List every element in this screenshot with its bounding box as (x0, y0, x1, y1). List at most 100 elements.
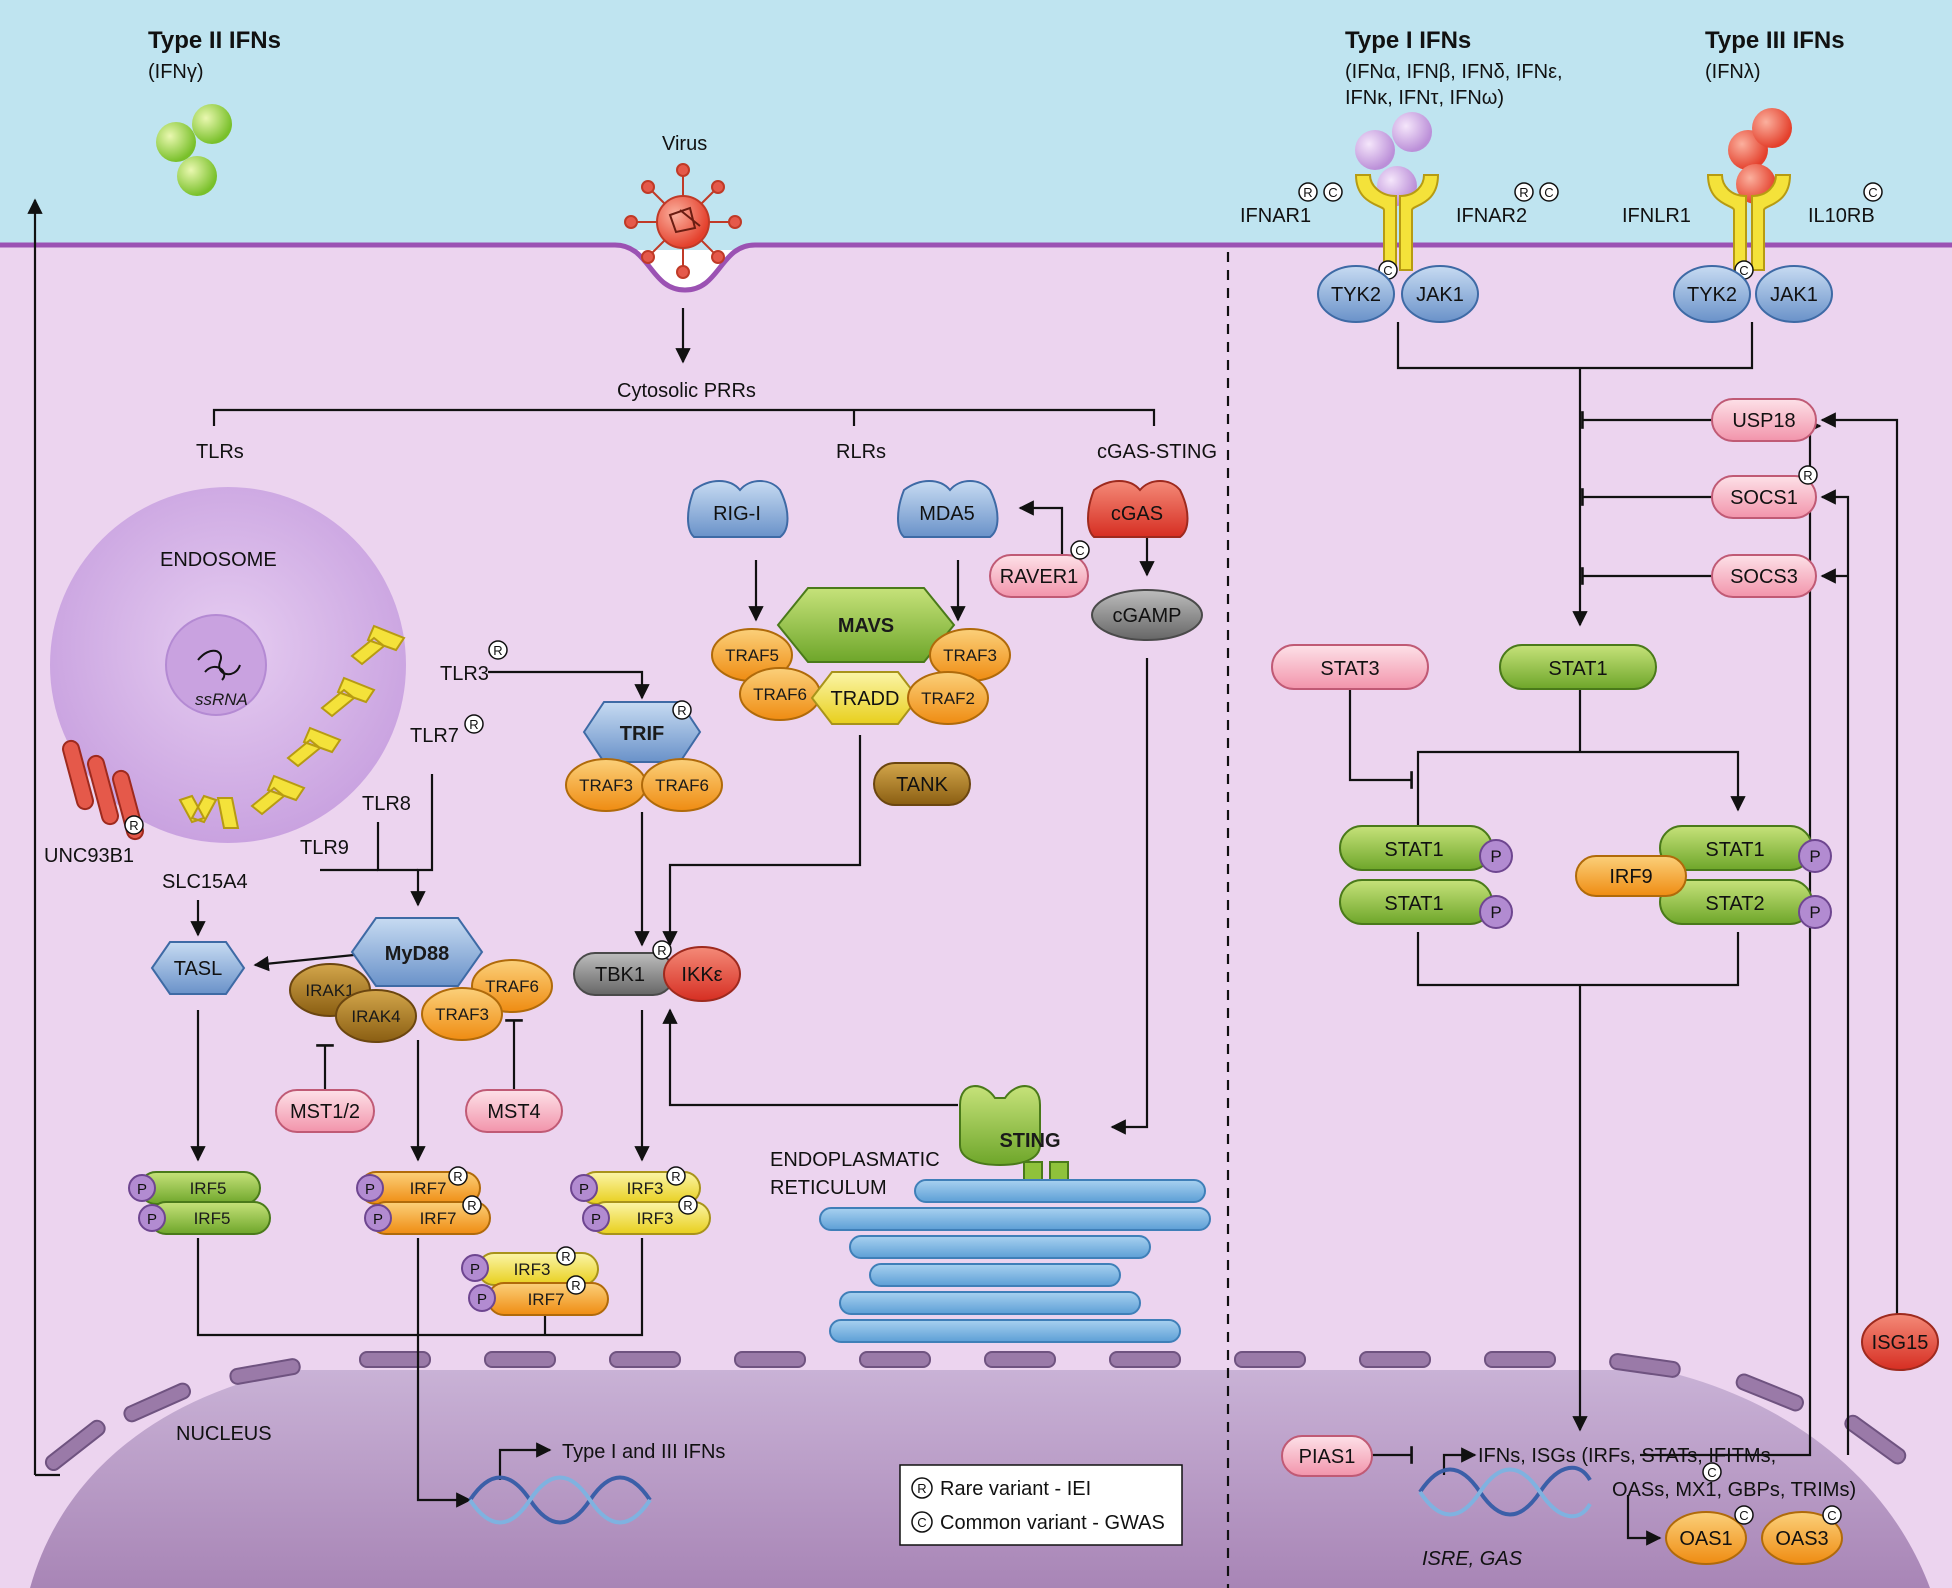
svg-text:C: C (1739, 1508, 1748, 1523)
dna-helix-left (468, 1475, 652, 1525)
svg-text:P: P (373, 1211, 383, 1228)
traf3-node-myd88: TRAF3 (421, 987, 503, 1041)
svg-text:IRAK1: IRAK1 (305, 981, 354, 1000)
type1-ifn-title: Type I IFNs (1345, 27, 1471, 54)
svg-text:IRF7: IRF7 (528, 1290, 565, 1309)
svg-text:P: P (470, 1261, 480, 1278)
oas1-node: OAS1 (1665, 1511, 1747, 1565)
svg-text:TANK: TANK (896, 774, 949, 796)
svg-text:TRIF: TRIF (620, 723, 664, 745)
ssrna-label: ssRNA (195, 690, 248, 709)
rlrs-label: RLRs (836, 441, 886, 463)
variant-badge-letters: R C R C C C C (1303, 185, 1877, 278)
svg-text:TRAF6: TRAF6 (655, 776, 709, 795)
irf3-irf7-heterodimer: IRF3 IRF7 (477, 1252, 609, 1316)
svg-text:R: R (1519, 185, 1528, 200)
svg-text:C: C (1075, 543, 1084, 558)
phospho-circles-left (128, 1174, 610, 1312)
svg-text:R: R (1303, 185, 1312, 200)
tlr7-label: TLR7 (410, 725, 459, 747)
extracellular-space (0, 0, 1952, 250)
svg-text:TRAF5: TRAF5 (725, 646, 779, 665)
raver1-node: RAVER1 (989, 554, 1089, 598)
variant-badges-left (448, 540, 1090, 1295)
ssrna-icon (197, 649, 241, 681)
mda5-node: MDA5 (897, 480, 999, 538)
svg-text:C: C (1739, 263, 1748, 278)
traf3-node-mavs: TRAF3 (929, 628, 1011, 682)
nuclear-envelope (44, 1351, 1907, 1472)
svg-text:P: P (591, 1211, 601, 1228)
type3-ifn-subtitle: (IFNλ) (1705, 61, 1761, 83)
isgs-label-1: IFNs, ISGs (IRFs, STATs, IFITMs, (1478, 1445, 1776, 1467)
type3-ifn-balls (1728, 108, 1792, 204)
svg-text:TRAF3: TRAF3 (943, 646, 997, 665)
svg-text:IRF5: IRF5 (190, 1179, 227, 1198)
tlr3-label: TLR3 (440, 663, 489, 685)
phospho-letters-left: P P P P P P P P (137, 1181, 601, 1308)
ifnar-receptor (1354, 174, 1440, 271)
svg-text:USP18: USP18 (1732, 410, 1795, 432)
tlrs-label: TLRs (196, 441, 244, 463)
svg-text:IRF7: IRF7 (420, 1209, 457, 1228)
svg-text:C: C (1827, 1508, 1836, 1523)
sting-node (959, 1085, 1069, 1181)
er-label-2: RETICULUM (770, 1177, 887, 1199)
type2-ifn-subtitle: (IFNγ) (148, 61, 204, 83)
svg-text:JAK1: JAK1 (1416, 284, 1464, 306)
svg-text:C: C (1383, 263, 1392, 278)
svg-text:TYK2: TYK2 (1331, 284, 1381, 306)
svg-text:STAT2: STAT2 (1705, 893, 1764, 915)
socs1-node: SOCS1 (1711, 475, 1817, 519)
svg-text:STAT1: STAT1 (1384, 893, 1443, 915)
svg-text:TRAF6: TRAF6 (485, 977, 539, 996)
stat1-homodimer: STAT1 STAT1 (1339, 825, 1493, 925)
svg-text:R: R (917, 1481, 926, 1496)
cgas-sting-label: cGAS-STING (1097, 441, 1217, 463)
er-label-1: ENDOPLASMATIC (770, 1149, 940, 1171)
svg-text:R: R (1803, 468, 1812, 483)
virus-label: Virus (662, 133, 707, 155)
svg-text:R: R (467, 1198, 476, 1213)
type1-ifn-subtitle-1: (IFNα, IFNβ, IFNδ, IFNε, (1345, 61, 1563, 83)
svg-text:C: C (1544, 185, 1553, 200)
svg-text:P: P (365, 1181, 375, 1198)
tlr9-label: TLR9 (300, 837, 349, 859)
svg-text:R: R (657, 943, 666, 958)
type13-ifns-label: Type I and III IFNs (562, 1441, 725, 1463)
svg-text:R: R (677, 703, 686, 718)
left-connectors (27, 198, 1156, 1477)
svg-text:STAT1: STAT1 (1384, 839, 1443, 861)
svg-text:MDA5: MDA5 (919, 503, 975, 525)
tradd-node: TRADD (810, 671, 920, 725)
svg-text:IRF3: IRF3 (514, 1260, 551, 1279)
mst12-node: MST1/2 (275, 1089, 375, 1133)
type3-ifn-title: Type III IFNs (1705, 27, 1845, 54)
ifn-gamma-balls (156, 104, 232, 196)
phospho-letters-right: P P P P (1490, 847, 1820, 922)
cgamp-node: cGAMP (1091, 589, 1203, 641)
ifnlr1-label: IFNLR1 (1622, 205, 1691, 227)
er-icon (819, 1179, 1211, 1343)
variant-badge-letters-right: R C C C (1707, 468, 1836, 1523)
svg-text:P: P (137, 1181, 147, 1198)
svg-text:TYK2: TYK2 (1687, 284, 1737, 306)
svg-text:R: R (493, 643, 502, 658)
svg-text:C: C (917, 1515, 926, 1530)
svg-text:R: R (453, 1169, 462, 1184)
svg-text:MyD88: MyD88 (385, 943, 449, 965)
svg-text:cGAMP: cGAMP (1113, 605, 1182, 627)
svg-text:R: R (571, 1278, 580, 1293)
svg-text:R: R (683, 1198, 692, 1213)
svg-text:IKKε: IKKε (681, 964, 722, 986)
svg-text:SOCS1: SOCS1 (1730, 487, 1798, 509)
tlr-receptors (178, 624, 406, 829)
svg-text:TRAF3: TRAF3 (435, 1005, 489, 1024)
legend-rare: Rare variant - IEI (940, 1478, 1091, 1500)
jak1-node: JAK1 (1401, 265, 1479, 323)
cgas-node: cGAS (1087, 480, 1189, 538)
svg-text:P: P (147, 1211, 157, 1228)
socs3-node: SOCS3 (1711, 554, 1817, 598)
svg-text:TRAF3: TRAF3 (579, 776, 633, 795)
svg-text:R: R (469, 717, 478, 732)
